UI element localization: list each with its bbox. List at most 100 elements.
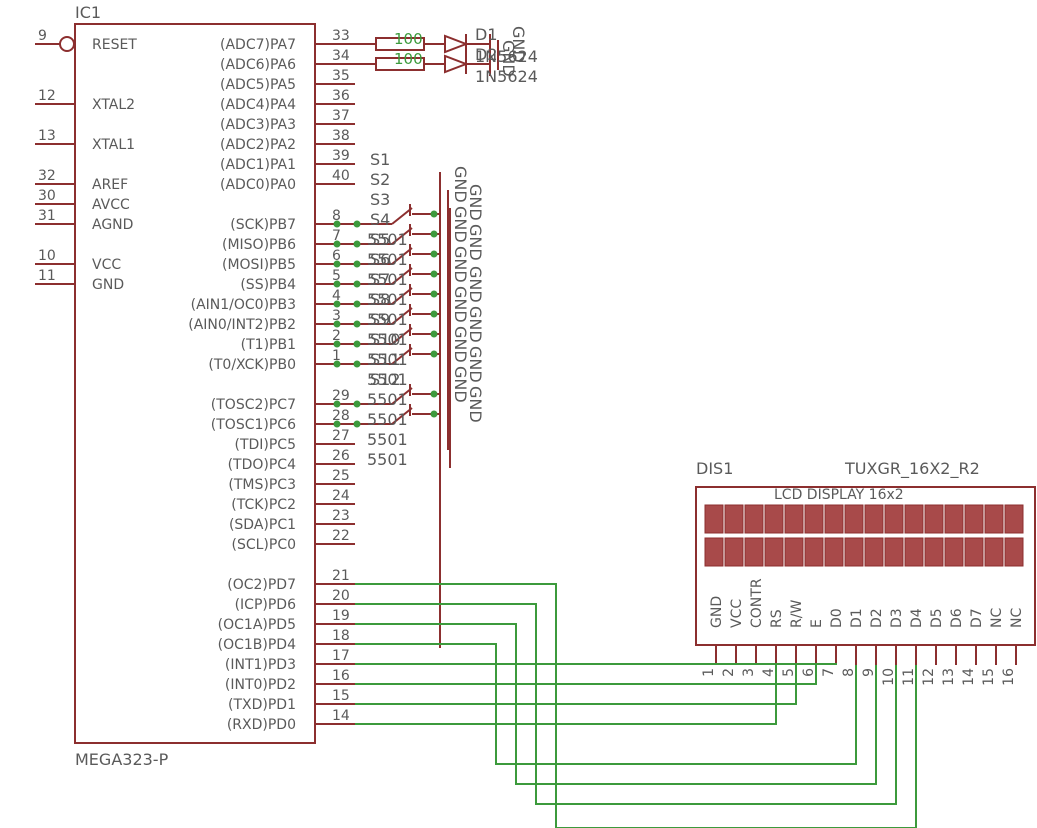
ic-pin-number: 31 <box>38 208 56 224</box>
lcd-pin-number: 12 <box>921 668 937 686</box>
lcd-character-cell <box>964 537 984 567</box>
lcd-character-cell <box>1004 537 1024 567</box>
switch-gnd-label: GND <box>466 266 485 303</box>
ic-pin-name: (ADC2)PA2 <box>220 137 296 153</box>
switch-value: 5501 <box>367 390 408 409</box>
signal-wire <box>355 665 777 725</box>
ic-pin-number: 19 <box>332 608 350 624</box>
lcd-pin-number: 1 <box>701 668 717 677</box>
junction-dot <box>333 360 341 368</box>
lcd-character-cell <box>704 504 724 534</box>
ic-pin-number: 2 <box>332 328 341 344</box>
ic-pin-name: (ADC6)PA6 <box>220 57 296 73</box>
lcd-pin-label: D6 <box>949 608 965 628</box>
lcd-character-cell <box>724 537 744 567</box>
ic-pin-name: (SS)PB4 <box>240 277 296 293</box>
ic-pin-name: (INT1)PD3 <box>225 657 296 673</box>
junction-dot <box>430 230 438 238</box>
ic-pin-name: (ADC5)PA5 <box>220 77 296 93</box>
lcd-pin-number: 8 <box>841 668 857 677</box>
lcd-pin-label: D7 <box>969 608 985 628</box>
junction-dot <box>430 330 438 338</box>
ic-ref: IC1 <box>75 3 101 22</box>
switch-gnd-label: GND <box>466 306 485 343</box>
ic-pin-number: 24 <box>332 488 350 504</box>
lcd-pin-number: 5 <box>781 668 797 677</box>
lcd-pin-label: RS <box>769 609 785 628</box>
switch-contact <box>391 387 413 405</box>
ic-pin-number: 12 <box>38 88 56 104</box>
ic-pin-name: (OC1A)PD5 <box>218 617 296 633</box>
ic-pin-number: 8 <box>332 208 341 224</box>
ic-pin-number: 15 <box>332 688 350 704</box>
ic-pin-name: (TOSC1)PC6 <box>211 417 296 433</box>
switch-gnd-label: GND <box>466 184 485 221</box>
lcd-pin-number: 13 <box>941 668 957 686</box>
switch-contact <box>391 267 413 285</box>
ic-pin-name: (OC1B)PD4 <box>218 637 296 653</box>
ic-pin-number: 5 <box>332 268 341 284</box>
junction-dot <box>430 390 438 398</box>
ic-pin-number: 4 <box>332 288 341 304</box>
lcd-character-cell <box>764 537 784 567</box>
switch-name: S8 <box>370 290 390 309</box>
ic-pin-number: 17 <box>332 648 350 664</box>
led-gnd-2: GND <box>499 40 518 77</box>
junction-dot <box>353 320 361 328</box>
ic-pin-number: 10 <box>38 248 56 264</box>
junction-dot <box>333 220 341 228</box>
switch-array: S1S2S3S4S5S6S7S8S9S10S11S125501550155015… <box>315 150 485 648</box>
switch-gnd-label: GND <box>451 246 470 283</box>
junction-dot <box>353 300 361 308</box>
signal-wire <box>355 643 857 765</box>
switch-gnd-label: GND <box>466 346 485 383</box>
switch-name: S9 <box>370 310 390 329</box>
ic-pin-number: 36 <box>332 88 350 104</box>
lcd-character-cell <box>984 537 1004 567</box>
lcd-pin-number: 16 <box>1001 668 1017 686</box>
signal-wire <box>556 665 917 828</box>
lcd-pin-number: 14 <box>961 668 977 686</box>
junction-dot <box>353 220 361 228</box>
switch-name: S1 <box>370 150 390 169</box>
lcd-character-cell <box>904 504 924 534</box>
lcd-pin-number: 15 <box>981 668 997 686</box>
signal-wire <box>355 665 797 705</box>
junction-dot <box>353 340 361 348</box>
ic-pin-name: (TMS)PC3 <box>228 477 296 493</box>
junction-dot <box>333 260 341 268</box>
junction-dot <box>353 360 361 368</box>
ic-pin-name: (ADC1)PA1 <box>220 157 296 173</box>
lcd-character-cell <box>984 504 1004 534</box>
ic-pin-name: (TDI)PC5 <box>234 437 296 453</box>
lcd-character-cell <box>944 504 964 534</box>
lcd-character-cell <box>924 504 944 534</box>
led-gnd-1: GND <box>509 26 528 63</box>
ic-pin-name: (TDO)PC4 <box>228 457 296 473</box>
switch-name: S6 <box>370 250 390 269</box>
junction-dot <box>353 240 361 248</box>
ic-pin-name: RESET <box>92 37 137 53</box>
ic-right-pins: 33(ADC7)PA734(ADC6)PA635(ADC5)PA536(ADC4… <box>188 28 355 733</box>
switch-contact <box>391 287 413 305</box>
junction-dot <box>333 400 341 408</box>
ic-pin-number: 14 <box>332 708 350 724</box>
lcd-character-cell <box>964 504 984 534</box>
diode-d2-name: D2 <box>475 45 498 64</box>
ic-pin-number: 20 <box>332 588 350 604</box>
ic-pin-number: 33 <box>332 28 350 44</box>
ic-pin-number: 35 <box>332 68 350 84</box>
switch-value: 5501 <box>367 410 408 429</box>
lcd-character-cell <box>864 504 884 534</box>
ic-pin-number: 13 <box>38 128 56 144</box>
diode-d1-value: 1N5624 <box>475 47 538 66</box>
ic-pin-number: 16 <box>332 668 350 684</box>
lcd-character-cell <box>784 537 804 567</box>
ic-pin-name: (T1)PB1 <box>241 337 296 353</box>
ic-pin-number: 39 <box>332 148 350 164</box>
switch-value: 5501 <box>367 250 408 269</box>
junction-dot <box>333 240 341 248</box>
junction-dot <box>353 400 361 408</box>
lcd-character-cell <box>824 504 844 534</box>
ic-pin-name: (ADC3)PA3 <box>220 117 296 133</box>
